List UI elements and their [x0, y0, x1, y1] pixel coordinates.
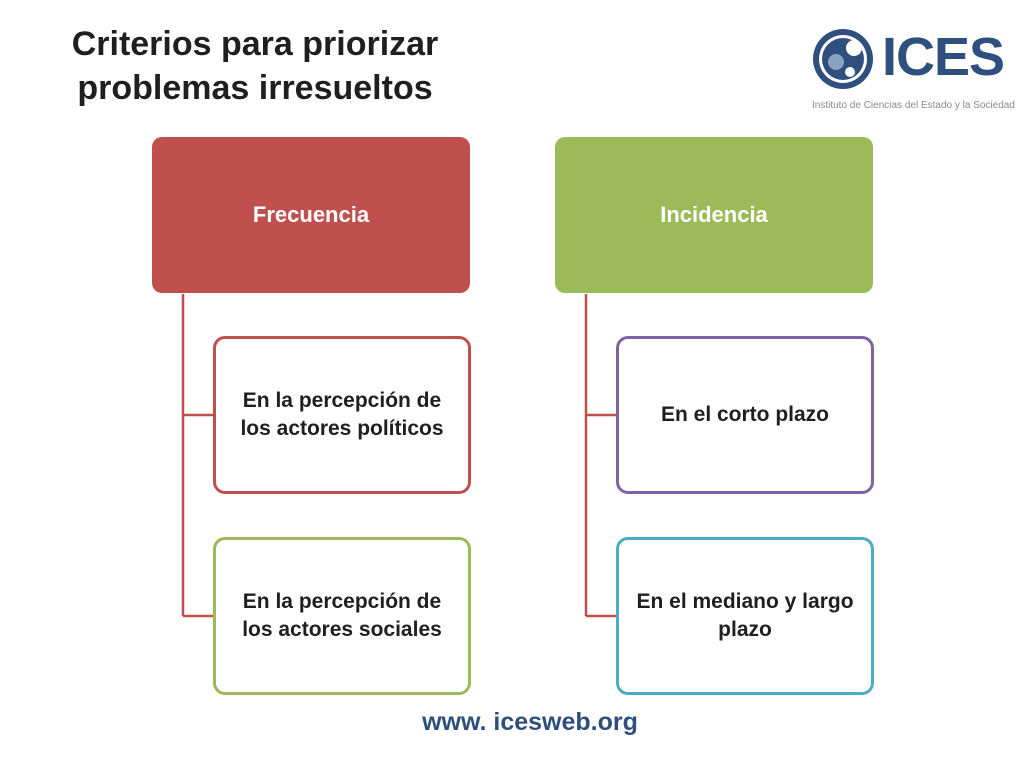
website-link[interactable]: www. icesweb.org: [422, 708, 638, 736]
ices-logo: ICES Instituto de Ciencias del Estado y …: [808, 22, 1015, 118]
box-mediano-largo-plazo: En el mediano y largo plazo: [616, 537, 874, 695]
box-percepcion-actores-politicos: En la percepción de los actores político…: [213, 336, 471, 494]
header-incidencia: Incidencia: [555, 137, 873, 293]
slide-title-line-1: Criterios para priorizar: [71, 25, 439, 63]
box-percepcion-actores-sociales: En la percepción de los actores sociales: [213, 537, 471, 695]
header-frecuencia: Frecuencia: [152, 137, 470, 293]
box-corto-plazo: En el corto plazo: [616, 336, 874, 494]
logo-subtitle: Instituto de Ciencias del Estado y la So…: [812, 100, 1015, 111]
slide-title: Criterios para priorizar problemas irres…: [40, 22, 470, 110]
slide-title-line-2: problemas irresueltos: [77, 69, 433, 107]
logo-name: ICES: [882, 27, 1005, 87]
ices-logo-mark-icon: [813, 29, 873, 89]
